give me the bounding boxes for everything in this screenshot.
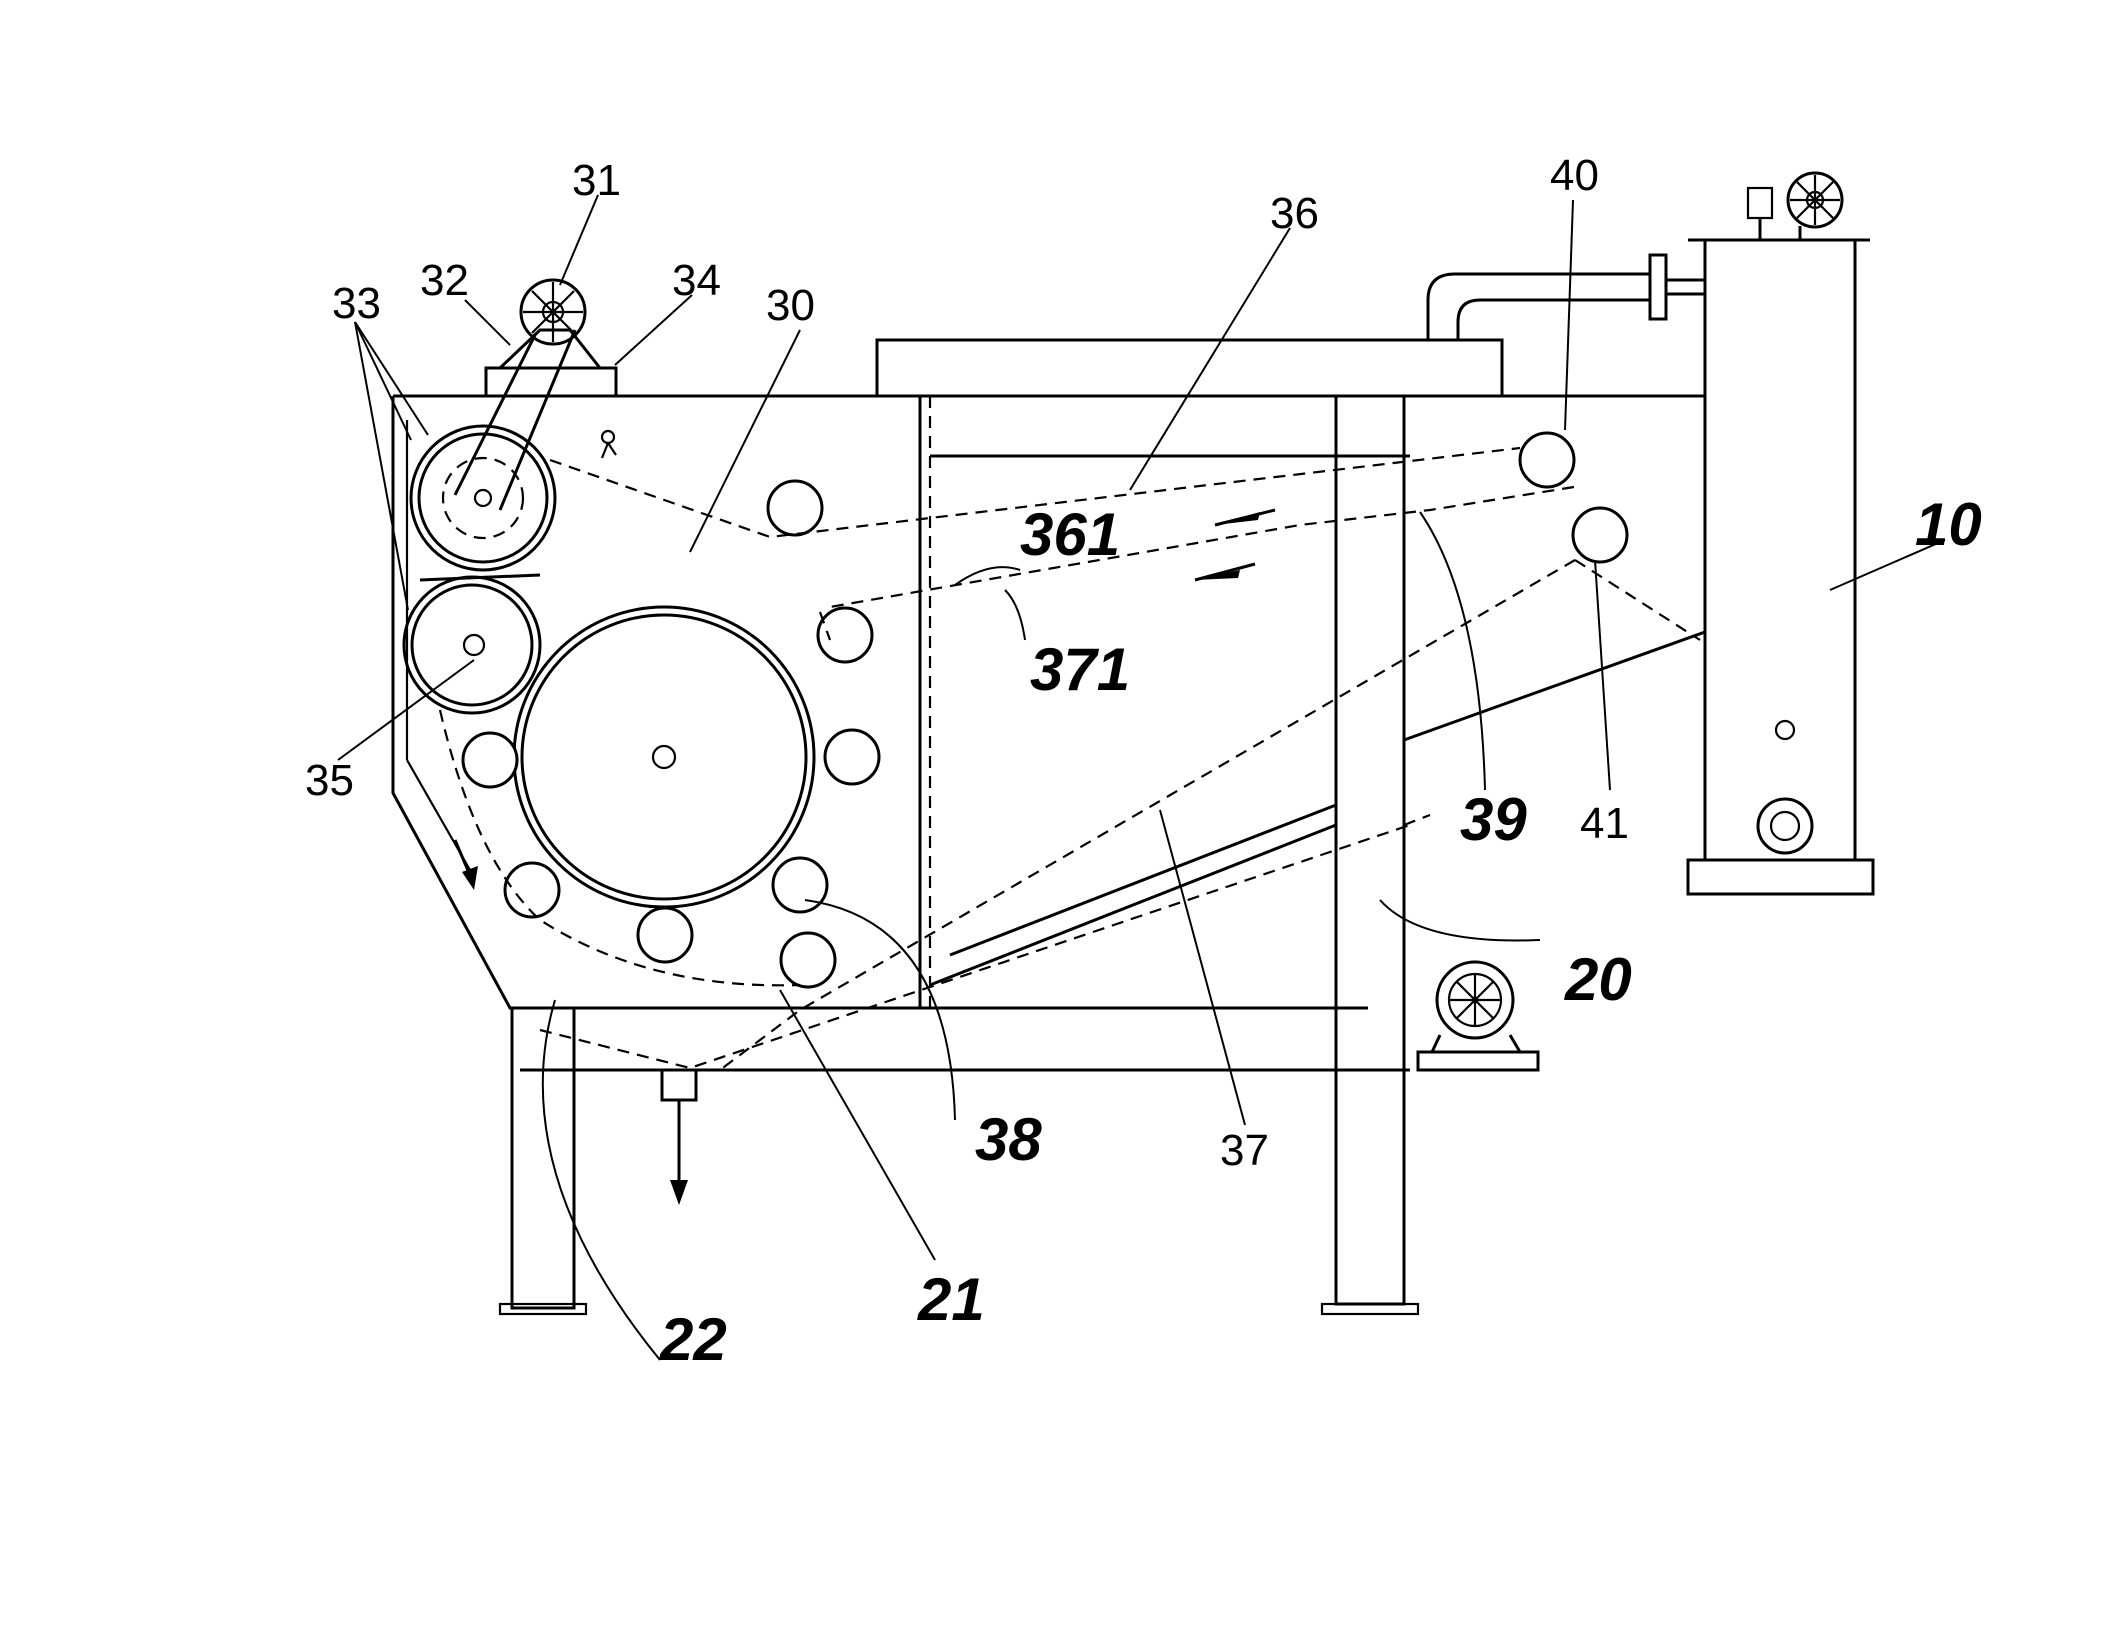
main-drum (512, 605, 816, 909)
label-32: 32 (420, 256, 469, 305)
drain-outlet (660, 1068, 698, 1205)
leader-lines (337, 194, 1946, 1361)
label-35: 35 (305, 756, 354, 805)
label-34: 34 (672, 256, 721, 305)
label-37: 37 (1220, 1126, 1269, 1175)
label-22: 22 (659, 1306, 727, 1373)
label-31: 31 (572, 156, 621, 205)
label-39: 39 (1460, 786, 1527, 853)
label-361: 361 (1020, 501, 1120, 568)
label-21: 21 (917, 1266, 985, 1333)
label-36: 36 (1270, 189, 1319, 238)
bottom-fan (1416, 960, 1540, 1072)
chamber-body (391, 338, 1705, 1072)
drive-fan-assembly (453, 278, 618, 511)
press-rolls (402, 424, 557, 715)
heater-unit (1426, 171, 1875, 896)
label-371: 371 (1030, 636, 1130, 703)
inclined-tray (929, 630, 1706, 987)
reference-labels: 31 32 34 33 30 36 40 10 361 371 35 39 41… (305, 151, 1982, 1373)
flow-arrows (453, 429, 1276, 890)
label-40: 40 (1550, 151, 1599, 200)
label-30: 30 (766, 281, 815, 330)
label-10: 10 (1915, 491, 1982, 558)
label-33: 33 (332, 279, 381, 328)
guide-rollers (461, 431, 1629, 989)
label-20: 20 (1564, 946, 1632, 1013)
label-38: 38 (975, 1106, 1042, 1173)
label-41: 41 (1580, 799, 1629, 848)
legs (498, 394, 1420, 1316)
